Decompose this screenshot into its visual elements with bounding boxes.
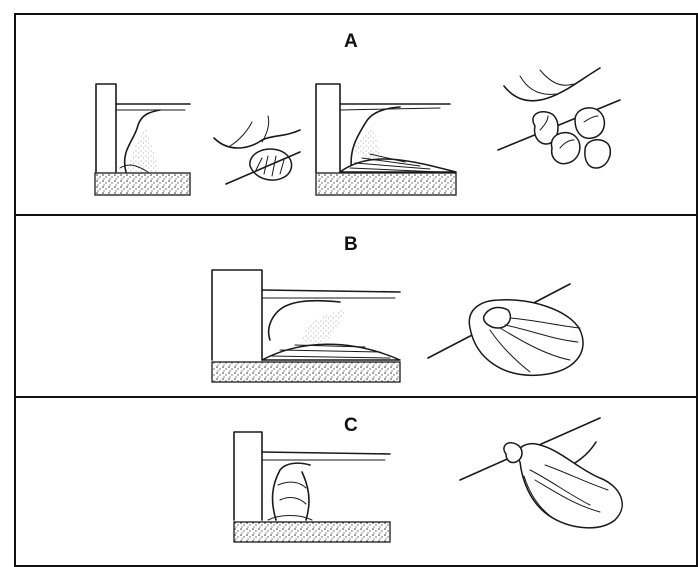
panel-b-cross-section bbox=[212, 270, 400, 382]
panel-a-cross-section-1 bbox=[95, 84, 190, 195]
base-block bbox=[316, 173, 456, 195]
panel-c-cross-section bbox=[234, 432, 390, 542]
panel-b-fan-sketch bbox=[428, 284, 583, 375]
panel-label-c: C bbox=[344, 415, 358, 436]
panel-label-a: A bbox=[344, 31, 358, 52]
base-block bbox=[234, 522, 390, 542]
base-block bbox=[212, 362, 400, 382]
panel-label-b: B bbox=[344, 234, 358, 255]
panel-c-swelling-sketch bbox=[460, 418, 622, 528]
panel-a-bud-sketch bbox=[214, 116, 300, 184]
panel-a-cluster-sketch bbox=[498, 68, 620, 168]
wall-outline bbox=[96, 84, 116, 172]
fan-swelling bbox=[469, 300, 583, 376]
panel-c: C bbox=[234, 415, 622, 542]
swelling-lobe bbox=[518, 444, 623, 528]
panel-b: B bbox=[212, 234, 583, 382]
panel-a-cross-section-2 bbox=[316, 84, 456, 195]
cluster-lobe bbox=[575, 108, 604, 138]
base-block bbox=[95, 173, 190, 195]
cluster-lobe bbox=[585, 140, 611, 168]
cluster-lobe bbox=[551, 133, 580, 164]
panel-a: A bbox=[95, 31, 620, 195]
